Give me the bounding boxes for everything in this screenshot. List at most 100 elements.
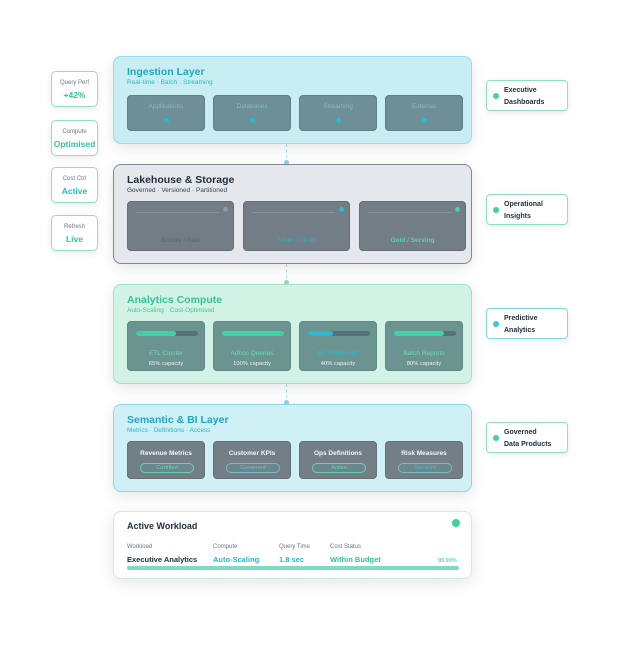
output-label-line1: Operational	[504, 201, 543, 208]
metric-value: Live	[65, 234, 83, 244]
metric-card-query-perf: Query Perf +42%	[51, 71, 98, 107]
output-label-line1: Executive	[504, 87, 537, 94]
status-badge: Certified	[140, 463, 194, 473]
output-operational-insights[interactable]: Operational Insights	[486, 194, 568, 225]
storage-tile-silver[interactable]: Silver / Clean	[243, 201, 350, 251]
tile-label: Applications	[148, 103, 184, 110]
connector-line	[286, 384, 287, 404]
connector-dot-icon	[284, 400, 289, 405]
source-tile-databases[interactable]: Databases	[213, 95, 291, 131]
query-time-col-value: 1.8 sec	[279, 555, 305, 564]
metric-label: Refresh	[63, 224, 85, 230]
status-dot-icon	[223, 207, 228, 212]
layer-title: Semantic & BI Layer	[127, 414, 229, 426]
compute-col-value: Auto-Scaling	[213, 555, 260, 564]
metric-label: Query Perf	[59, 80, 89, 86]
status-dot-icon	[422, 118, 427, 123]
compute-tile-ml[interactable]: ML Workloads 40% capacity	[299, 321, 377, 371]
tile-label: Customer KPIs	[228, 450, 276, 457]
output-governed-data-products[interactable]: Governed Data Products	[486, 422, 568, 453]
status-dot-icon	[493, 321, 499, 327]
compute-tile-batch[interactable]: Batch Reports 80% capacity	[385, 321, 463, 371]
source-tile-applications[interactable]: Applications	[127, 95, 205, 131]
tile-label: Gold / Serving	[390, 237, 435, 244]
analytics-compute-layer[interactable]: Analytics Compute Auto-Scaling · Cost-Op…	[113, 284, 472, 384]
tile-label: External	[412, 103, 436, 110]
connector-line	[286, 264, 287, 284]
cost-status-col-value: Within Budget	[330, 555, 381, 564]
tile-label: Bronze / Raw	[160, 237, 201, 244]
metric-label: Cost Ctrl	[62, 176, 87, 182]
status-badge: Governed	[226, 463, 280, 473]
metric-card-cost-ctrl: Cost Ctrl Active	[51, 167, 98, 203]
capacity-bar	[308, 331, 370, 336]
compute-tile-etl[interactable]: ETL Cluster 65% capacity	[127, 321, 205, 371]
status-dot-icon	[493, 207, 499, 213]
capacity-text: 40% capacity	[320, 361, 356, 367]
status-badge: Secured	[398, 463, 452, 473]
query-time-col-header: Query Time	[279, 544, 311, 550]
tile-label: Silver / Clean	[277, 237, 316, 244]
tile-label: Ops Definitions	[313, 450, 363, 457]
bi-tile-risk-measures[interactable]: Risk Measures Secured	[385, 441, 463, 479]
source-tile-streaming[interactable]: Streaming	[299, 95, 377, 131]
metric-value: Active	[61, 186, 88, 196]
layer-title: Lakehouse & Storage	[127, 174, 235, 186]
capacity-bar	[136, 331, 198, 336]
status-dot-icon	[164, 118, 169, 123]
tile-label: ETL Cluster	[148, 350, 184, 357]
status-badge: Active	[312, 463, 366, 473]
output-label-line2: Data Products	[504, 440, 552, 448]
bi-tile-revenue-metrics[interactable]: Revenue Metrics Certified	[127, 441, 205, 479]
capacity-bar	[222, 331, 284, 336]
bi-tile-customer-kpis[interactable]: Customer KPIs Governed	[213, 441, 291, 479]
tile-label: Adhoc Queries	[230, 350, 274, 357]
output-predictive-analytics[interactable]: Predictive Analytics	[486, 308, 568, 339]
capacity-text: 65% capacity	[148, 361, 184, 367]
bi-tile-ops-definitions[interactable]: Ops Definitions Active	[299, 441, 377, 479]
uptime-bar	[127, 566, 459, 570]
metric-value: +42%	[63, 90, 86, 100]
tile-label: ML Workloads	[317, 350, 359, 357]
metric-value: Optimised	[53, 139, 96, 149]
uptime-percent: 99.99%	[438, 558, 457, 564]
tile-label: Risk Measures	[401, 450, 447, 457]
lakehouse-layer[interactable]: Lakehouse & Storage Governed · Versioned…	[113, 164, 472, 264]
connector-dot-icon	[284, 280, 289, 285]
layer-title: Analytics Compute	[127, 294, 223, 306]
output-label-line1: Governed	[504, 429, 537, 436]
cost-status-col-header: Cost Status	[330, 544, 362, 550]
ingestion-layer[interactable]: Ingestion Layer Real-time · Batch · Stre…	[113, 56, 472, 144]
compute-tile-adhoc[interactable]: Adhoc Queries 100% capacity	[213, 321, 291, 371]
storage-tile-bronze[interactable]: Bronze / Raw	[127, 201, 234, 251]
tile-label: Revenue Metrics	[140, 450, 192, 457]
live-indicator-icon	[452, 519, 460, 527]
output-label-line2: Insights	[504, 212, 531, 220]
metric-label: Compute	[62, 129, 87, 135]
output-label-line1: Predictive	[504, 315, 538, 322]
status-dot-icon	[250, 118, 255, 123]
output-label-line2: Analytics	[504, 326, 536, 334]
output-label-line2: Dashboards	[504, 98, 545, 106]
status-dot-icon	[455, 207, 460, 212]
status-dot-icon	[336, 118, 341, 123]
metric-card-refresh: Refresh Live	[51, 215, 98, 251]
status-dot-icon	[493, 93, 499, 99]
compute-col-header: Compute	[213, 544, 238, 550]
layer-subtitle: Governed · Versioned · Partitioned	[127, 187, 228, 194]
workload-title: Active Workload	[127, 521, 198, 531]
layer-title: Ingestion Layer	[127, 66, 205, 78]
tile-label: Streaming	[323, 103, 353, 110]
connector-dot-icon	[284, 160, 289, 165]
tile-label: Batch Reports	[403, 350, 445, 357]
source-tile-external[interactable]: External	[385, 95, 463, 131]
workload-col-value: Executive Analytics	[127, 555, 198, 564]
output-executive-dashboards[interactable]: Executive Dashboards	[486, 80, 568, 111]
semantic-bi-layer[interactable]: Semantic & BI Layer Metrics · Definition…	[113, 404, 472, 492]
layer-subtitle: Metrics · Definitions · Access	[127, 427, 211, 434]
capacity-text: 100% capacity	[233, 361, 271, 367]
layer-subtitle: Real-time · Batch · Streaming	[127, 79, 213, 86]
storage-tile-gold[interactable]: Gold / Serving	[359, 201, 466, 251]
layer-subtitle: Auto-Scaling · Cost-Optimised	[127, 307, 215, 314]
status-dot-icon	[493, 435, 499, 441]
